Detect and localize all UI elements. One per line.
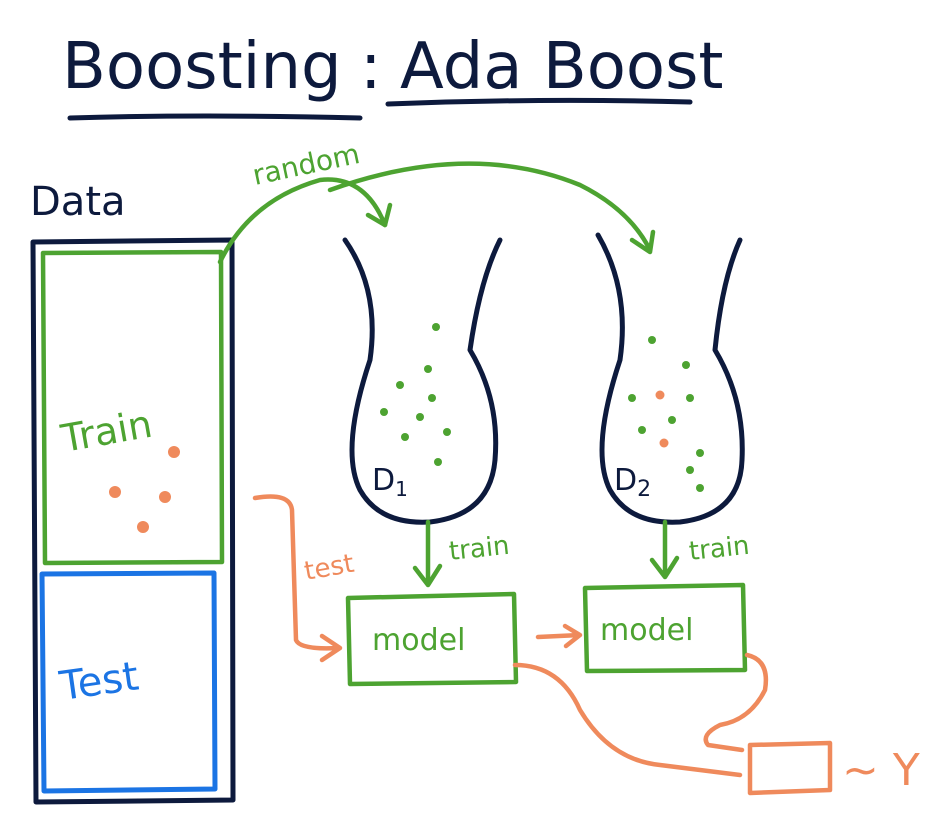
combiner-box: [747, 740, 833, 796]
model-chain-arrow: [535, 623, 583, 649]
train-arrow-2: [649, 519, 680, 580]
model-2-box: [582, 582, 748, 674]
train-box: [40, 249, 225, 566]
test-arrow-label: test: [302, 549, 356, 587]
dataset-d1-bag: [342, 237, 503, 525]
title-underline-right: [385, 97, 693, 107]
model-1-box: [345, 591, 519, 687]
dataset-d1-points: [380, 323, 451, 466]
train-label: Train: [57, 402, 155, 461]
title-boosting: Boosting: [62, 30, 342, 104]
output-label: ~ Y: [842, 745, 920, 796]
dataset-d2-bag: [595, 232, 745, 525]
random-arrowhead-2: [629, 229, 656, 255]
train-arrow-1: [412, 519, 443, 588]
title-underline-left: [67, 113, 363, 121]
random-arrow-1: [217, 177, 388, 265]
random-arrowhead-1: [365, 202, 393, 228]
test-label: Test: [56, 653, 141, 710]
title-adaboost: Ada Boost: [400, 30, 724, 104]
train-arrow-2-label: train: [688, 531, 751, 567]
model-2-label: model: [600, 613, 693, 648]
model-1-output-line: [512, 662, 743, 778]
model-2-output-line: [703, 652, 769, 753]
data-box: [30, 237, 236, 805]
test-arrow: [252, 494, 341, 651]
random-arrow-2: [327, 161, 653, 253]
dataset-d1-label: D1: [372, 463, 408, 501]
test-arrowhead: [319, 633, 343, 663]
model-1-label: model: [372, 623, 465, 658]
dataset-d2-points: [628, 336, 704, 492]
train-arrow-1-label: train: [448, 531, 511, 567]
test-box: [39, 570, 218, 794]
train-misclassified-points: [109, 446, 180, 533]
dataset-d2-weighted-points: [655, 390, 669, 448]
data-label: Data: [30, 179, 126, 225]
dataset-d2-label: D2: [614, 463, 651, 502]
title-separator: :: [360, 30, 382, 104]
